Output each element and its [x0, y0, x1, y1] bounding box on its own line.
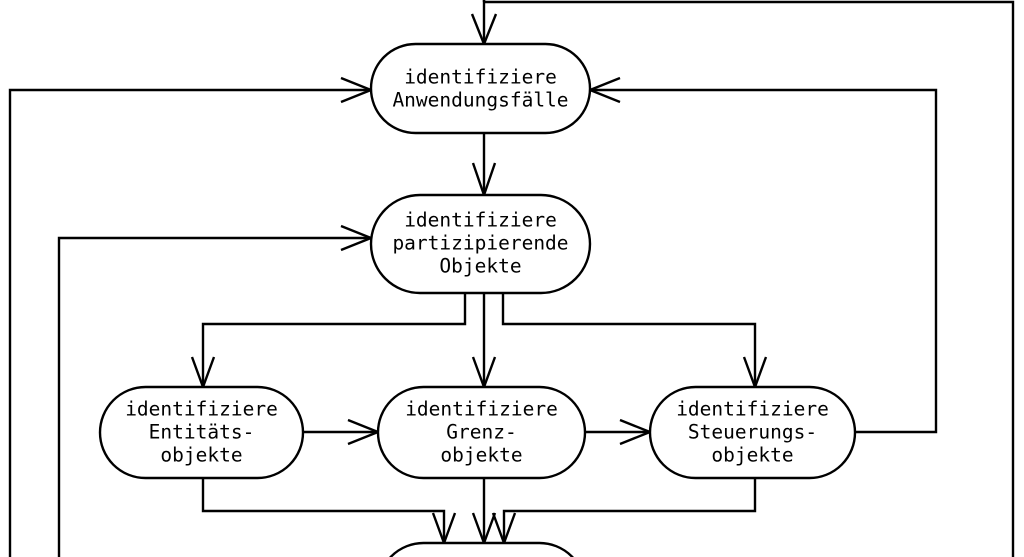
edge-grenzobjekte-to-steuerungsobjekte — [585, 418, 654, 446]
node-anwendungsfaelle-shape — [369, 42, 592, 135]
node-entitaetsobjekte-shape — [98, 385, 305, 480]
node-steuerungsobjekte[interactable]: identifiziere Steuerungs- objekte — [648, 385, 857, 480]
node-partizipierende-objekte[interactable]: identifiziere partizipierende Objekte — [369, 193, 592, 295]
node-grenzobjekte[interactable]: identifiziere Grenz- objekte — [376, 385, 587, 480]
edge-partizipierende-to-steuerungsobjekte — [501, 293, 768, 391]
node-entitaetsobjekte[interactable]: identifiziere Entitäts- objekte — [98, 385, 305, 480]
node-bottom-cropped[interactable] — [378, 541, 585, 557]
edge-top-feedback-into-anwendungsfaelle — [470, 0, 498, 48]
node-grenzobjekte-line-1: identifiziere — [405, 398, 558, 421]
edge-left-feedback-into-anwendungsfaelle — [8, 76, 375, 557]
node-steuerungsobjekte-shape — [648, 385, 857, 480]
edge-entitaetsobjekte-to-bottom — [201, 478, 457, 547]
edge-grenzobjekte-to-bottom — [471, 478, 497, 547]
node-entitaetsobjekte-line-2: Entitäts- — [149, 421, 255, 444]
edge-partizipierende-to-entitaetsobjekte — [190, 293, 467, 391]
edge-partizipierende-to-grenzobjekte — [471, 293, 497, 391]
node-grenzobjekte-line-2: Grenz- — [446, 421, 516, 444]
node-entitaetsobjekte-line-3: objekte — [160, 444, 242, 467]
node-partizipierende-objekte-line-2: partizipierende — [392, 232, 568, 255]
node-grenzobjekte-shape — [376, 385, 587, 480]
node-grenzobjekte-line-3: objekte — [440, 444, 522, 467]
edge-steuerungsobjekte-to-bottom — [491, 478, 757, 547]
edge-anwendungsfaelle-to-partizipierende — [471, 133, 497, 199]
node-entitaetsobjekte-line-1: identifiziere — [125, 398, 278, 421]
node-steuerungsobjekte-line-1: identifiziere — [676, 398, 829, 421]
node-anwendungsfaelle-line-2: Anwendungsfälle — [392, 89, 568, 112]
node-anwendungsfaelle[interactable]: identifiziere Anwendungsfälle — [369, 42, 592, 135]
edge-entitaetsobjekte-to-grenzobjekte — [303, 418, 382, 446]
node-partizipierende-objekte-line-3: Objekte — [439, 255, 521, 278]
node-steuerungsobjekte-line-2: Steuerungs- — [688, 421, 817, 444]
node-partizipierende-objekte-shape — [369, 193, 592, 295]
node-steuerungsobjekte-line-3: objekte — [711, 444, 793, 467]
node-anwendungsfaelle-line-1: identifiziere — [404, 66, 557, 89]
node-partizipierende-objekte-line-1: identifiziere — [404, 209, 557, 232]
node-bottom-cropped-shape — [389, 541, 574, 557]
edge-steuerungsobjekte-to-anwendungsfaelle — [586, 76, 938, 434]
